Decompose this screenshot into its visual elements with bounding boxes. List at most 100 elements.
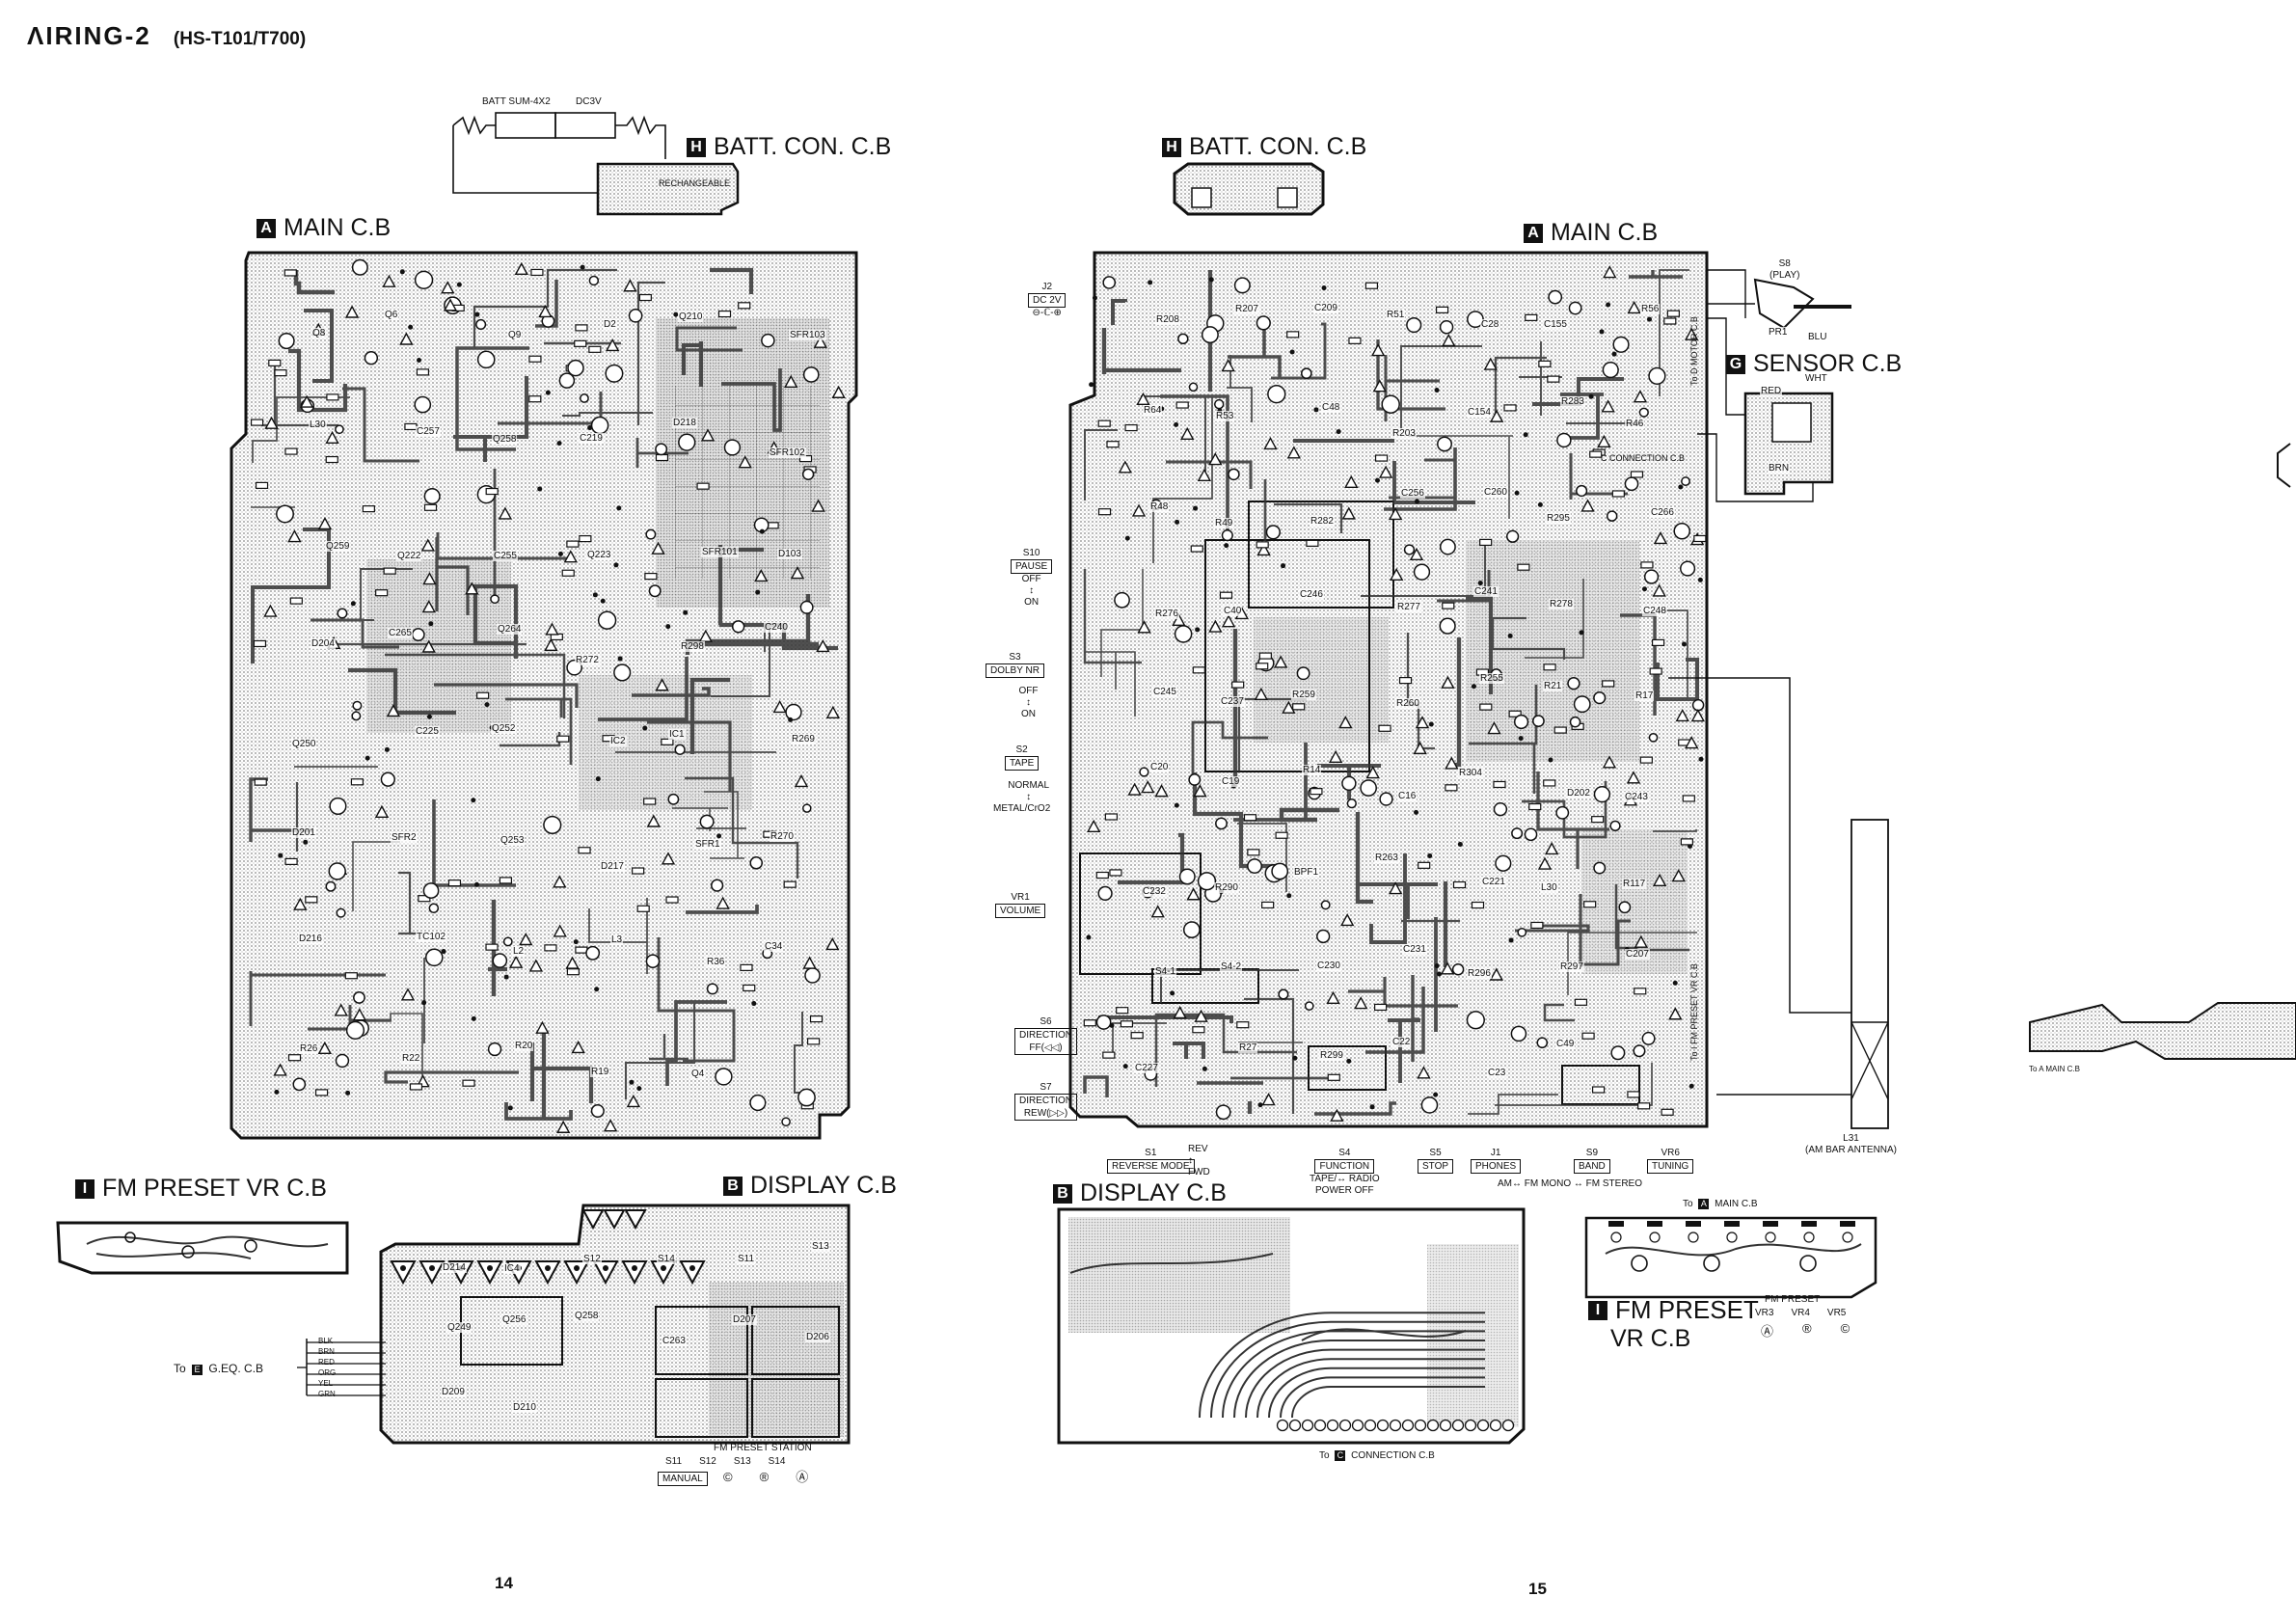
- preset-mark-1: ®: [759, 1470, 770, 1484]
- motor-label: To D MOTOR C.B: [1689, 316, 1699, 386]
- l31-name: L31: [1843, 1133, 1859, 1144]
- board-name: FM PRESET VR C.B: [102, 1175, 327, 1202]
- to-geq-label: To E G.EQ. C.B: [174, 1362, 263, 1375]
- board-key: B: [1053, 1183, 1072, 1204]
- far-right-board-fragment: [2029, 443, 2296, 1060]
- right-fm-board-label: I FM PRESET: [1588, 1295, 1759, 1325]
- battery-label: BATT SUM-4X2: [482, 96, 551, 107]
- s1-arrow-icon: ↕: [1188, 1155, 1193, 1166]
- right-display-board-label: B DISPLAY C.B: [1053, 1179, 1227, 1207]
- left-main-board: [230, 251, 858, 1140]
- wire-color-blk: BLK: [318, 1337, 334, 1345]
- j1-name: J1: [1490, 1148, 1501, 1158]
- right-display-board: [1057, 1207, 1526, 1445]
- board-key: G: [1726, 354, 1745, 374]
- s10-off: OFF: [1021, 574, 1041, 584]
- to-geq-text: To: [174, 1362, 186, 1375]
- title-text: ɅIRING-2: [27, 21, 151, 50]
- page-number-right: 15: [1528, 1580, 1547, 1598]
- l31-label: L31 (AM BAR ANTENNA): [1805, 1133, 1897, 1156]
- s1-rev: REV: [1188, 1144, 1208, 1154]
- page-number-left: 14: [495, 1574, 513, 1592]
- preset-mark-2: Ⓐ: [796, 1470, 809, 1484]
- rechargeable-label: RECHANGEABLE: [659, 178, 731, 188]
- s8-label: S8 (PLAY): [1769, 258, 1800, 282]
- s7-box-line2: REW(▷▷): [1023, 1108, 1068, 1119]
- left-display-board-label: B DISPLAY C.B: [723, 1172, 897, 1200]
- j2-box: DC 2V: [1028, 293, 1067, 308]
- vr1-name: VR1: [1011, 892, 1030, 903]
- to-main-label: To A MAIN C.B: [1683, 1199, 1758, 1209]
- wire-color-org: ORG: [318, 1368, 337, 1377]
- s3-box: DOLBY NR: [986, 663, 1044, 678]
- fm-preset-side-label: To I FM PRESET VR C.B: [1689, 963, 1699, 1061]
- vr6-box: TUNING: [1647, 1159, 1694, 1174]
- fm-preset-top: FM PRESET: [1765, 1294, 1821, 1305]
- vr1-box: VOLUME: [995, 904, 1046, 918]
- j2-plug-icon: ⊖-ℂ-⊕: [1032, 308, 1062, 318]
- j1-label: J1 PHONES: [1471, 1148, 1522, 1174]
- s7-name: S7: [1040, 1082, 1052, 1093]
- s4-name: S4: [1338, 1148, 1351, 1158]
- to-conn-text: To: [1319, 1450, 1330, 1461]
- board-name: BATT. CON. C.B: [714, 133, 892, 160]
- board-name: FM PRESET: [1615, 1295, 1759, 1324]
- geq-key: E: [192, 1365, 203, 1375]
- s3-name: S3: [1009, 652, 1021, 663]
- board-key: I: [75, 1178, 95, 1199]
- s2-normal: NORMAL: [1008, 780, 1050, 791]
- board-name: BATT. CON. C.B: [1189, 133, 1367, 160]
- fm-vr-1: VR4: [1791, 1308, 1810, 1318]
- right-main-board: [1068, 251, 1709, 1128]
- right-fm-preset-board: [1584, 1216, 1877, 1299]
- left-batt-board-label: H BATT. CON. C.B: [687, 133, 891, 161]
- right-batt-board-label: H BATT. CON. C.B: [1162, 133, 1366, 161]
- s1-label: S1 REVERSE MODE: [1107, 1148, 1195, 1174]
- s1-box: REVERSE MODE: [1107, 1159, 1195, 1174]
- s2-box: TAPE: [1004, 756, 1040, 771]
- connection-side-label: C CONNECTION C.B: [1601, 453, 1686, 463]
- s10-on: ON: [1024, 597, 1040, 608]
- am-bar-antenna: [1668, 677, 1889, 1129]
- s7-box-line1: DIRECTION: [1019, 1096, 1072, 1106]
- to-connection-label: To C CONNECTION C.B: [1319, 1450, 1435, 1461]
- board-key: B: [723, 1176, 743, 1196]
- battery-voltage: DC3V: [576, 96, 602, 107]
- left-main-board-label: A MAIN C.B: [257, 214, 391, 242]
- board-key: A: [1524, 223, 1543, 243]
- board-name: MAIN C.B: [284, 214, 392, 241]
- left-fm-preset-board: [56, 1221, 349, 1275]
- wire-color-red: RED: [318, 1358, 335, 1367]
- s9-label: S9 BAND: [1574, 1148, 1610, 1174]
- preset-mark-0: ©: [723, 1470, 733, 1484]
- board-name: SENSOR C.B: [1753, 350, 1903, 377]
- s5-name: S5: [1429, 1148, 1442, 1158]
- to-main-far: To A MAIN C.B: [2029, 1065, 2080, 1073]
- j2-name: J2: [1041, 282, 1052, 292]
- vr6-label: VR6 TUNING: [1647, 1148, 1694, 1174]
- l31-desc: (AM BAR ANTENNA): [1805, 1145, 1898, 1155]
- sensor-board-label: G SENSOR C.B: [1726, 350, 1902, 378]
- j1-box: PHONES: [1471, 1159, 1522, 1174]
- s7-label: S7 DIRECTION REW(▷▷): [1014, 1082, 1077, 1121]
- s10-box: PAUSE: [1011, 559, 1053, 574]
- manual-box: MANUAL: [658, 1472, 708, 1486]
- s8-name: S8: [1778, 258, 1791, 269]
- manual-box-wrap: MANUAL: [658, 1472, 708, 1486]
- s9-name: S9: [1585, 1148, 1599, 1158]
- conn-key: C: [1335, 1450, 1346, 1461]
- preset-col-0: S11: [665, 1456, 683, 1467]
- s8-play: (PLAY): [1769, 270, 1800, 281]
- vr1-label: VR1 VOLUME: [995, 892, 1046, 918]
- s1-modes: REV ↕ FWD: [1188, 1144, 1210, 1178]
- fm-vr-0: VR3: [1755, 1308, 1774, 1318]
- vr6-name: VR6: [1661, 1148, 1680, 1158]
- s6-box-line1: DIRECTION: [1019, 1030, 1072, 1041]
- fm-mark-0: Ⓐ: [1761, 1324, 1774, 1339]
- preset-col-3: S14: [768, 1456, 786, 1467]
- s5-label: S5 STOP: [1418, 1148, 1454, 1174]
- s3-on: ON: [1020, 709, 1036, 719]
- s9-box: BAND: [1574, 1159, 1610, 1174]
